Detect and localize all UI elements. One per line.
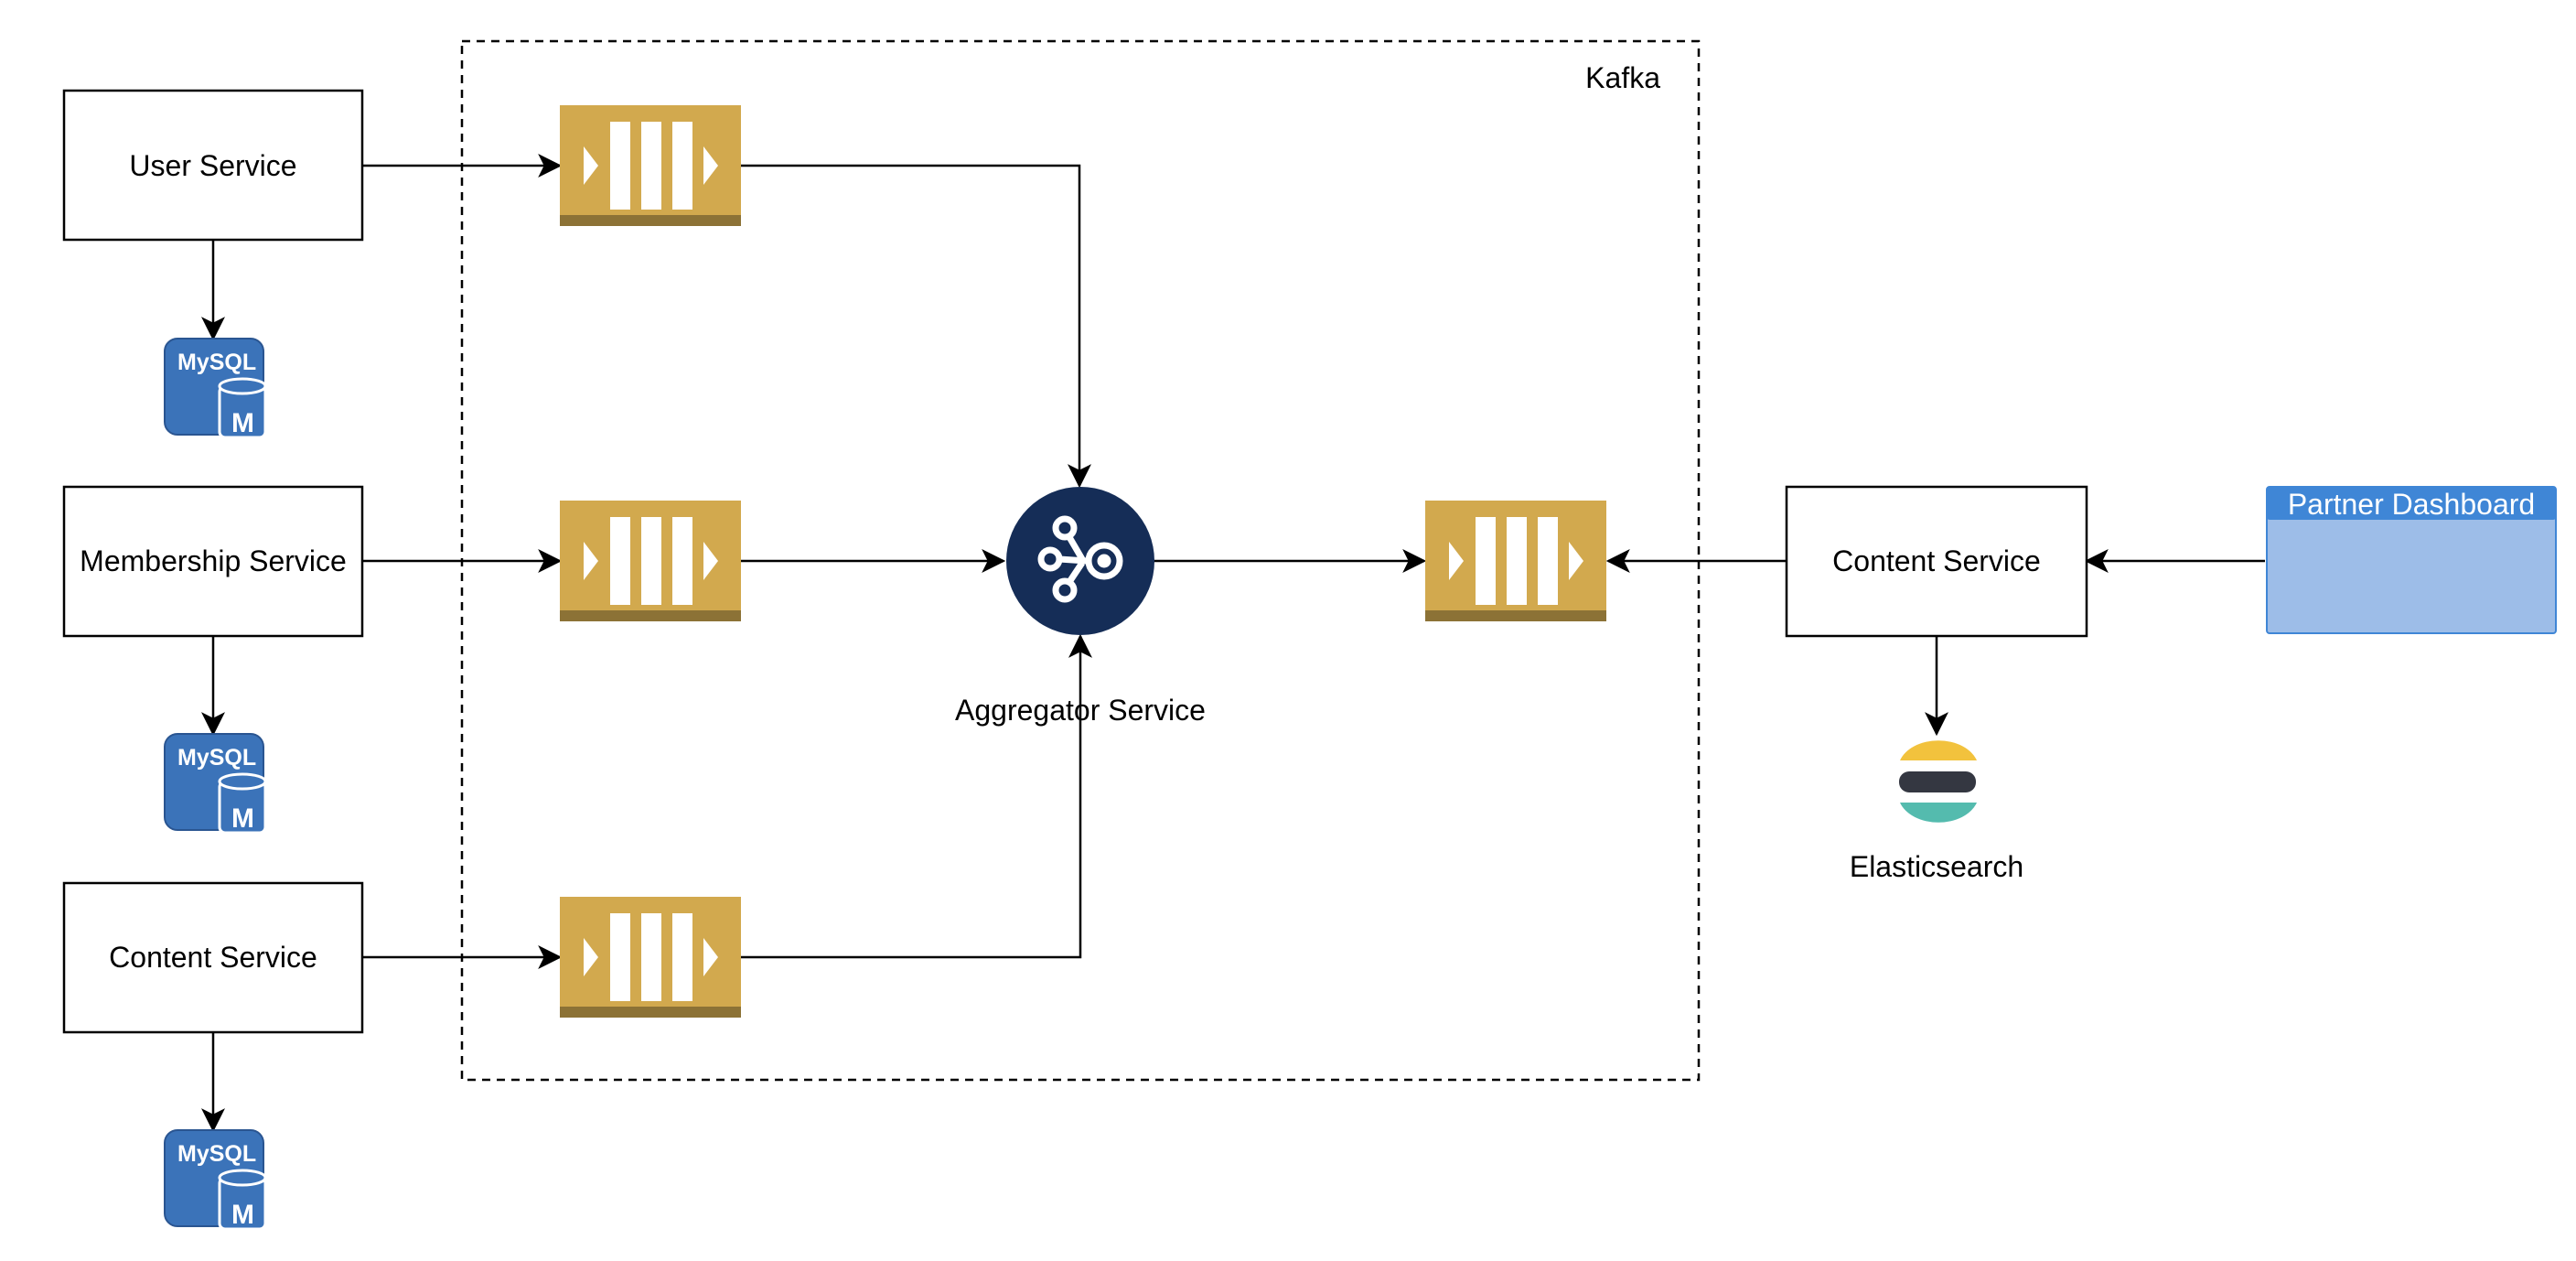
mysql-badge-text: MySQL: [177, 350, 256, 375]
mysql-icon: MySQL M: [164, 733, 267, 835]
elasticsearch-label: Elasticsearch: [1850, 850, 2023, 883]
edge-queue-1-to-aggregator: [741, 164, 1091, 489]
aggregator-service: Aggregator Service: [955, 487, 1206, 727]
membership-service-box: Membership Service: [62, 485, 364, 638]
content-service-label: Content Service: [109, 941, 317, 974]
mysql-badge-text: MySQL: [177, 745, 256, 771]
kafka-label: Kafka: [1585, 61, 1660, 94]
content-service-right-label: Content Service: [1832, 544, 2041, 577]
mysql-badge-text: MySQL: [177, 1141, 256, 1167]
kafka-queue-icon: [560, 501, 741, 621]
content-service-box: Content Service: [62, 881, 364, 1034]
kafka-queue-icon: [1425, 501, 1606, 621]
user-service-label: User Service: [129, 149, 296, 182]
mysql-badge-letter: M: [231, 803, 254, 834]
kafka-queue-icon: [560, 897, 741, 1018]
stream-processing-icon: [1037, 515, 1123, 603]
elasticsearch-icon: [1899, 740, 1977, 823]
partner-dashboard-title: Partner Dashboard: [2288, 488, 2535, 521]
mysql-icon: MySQL M: [164, 1129, 267, 1231]
elasticsearch: Elasticsearch: [1850, 740, 2023, 883]
mysql-badge-letter: M: [231, 408, 254, 438]
content-service-right-box: Content Service: [1785, 485, 2088, 638]
aggregator-service-label: Aggregator Service: [955, 694, 1206, 727]
partner-dashboard: Partner Dashboard: [2266, 486, 2557, 634]
kafka-queue-icon: [560, 105, 741, 226]
edge-queue-3-to-aggregator: [741, 633, 1092, 959]
membership-service-label: Membership Service: [80, 544, 347, 577]
edges: [201, 154, 2265, 1133]
mysql-badge-letter: M: [231, 1200, 254, 1230]
mysql-icon: MySQL M: [164, 338, 267, 439]
user-service-box: User Service: [62, 89, 364, 242]
